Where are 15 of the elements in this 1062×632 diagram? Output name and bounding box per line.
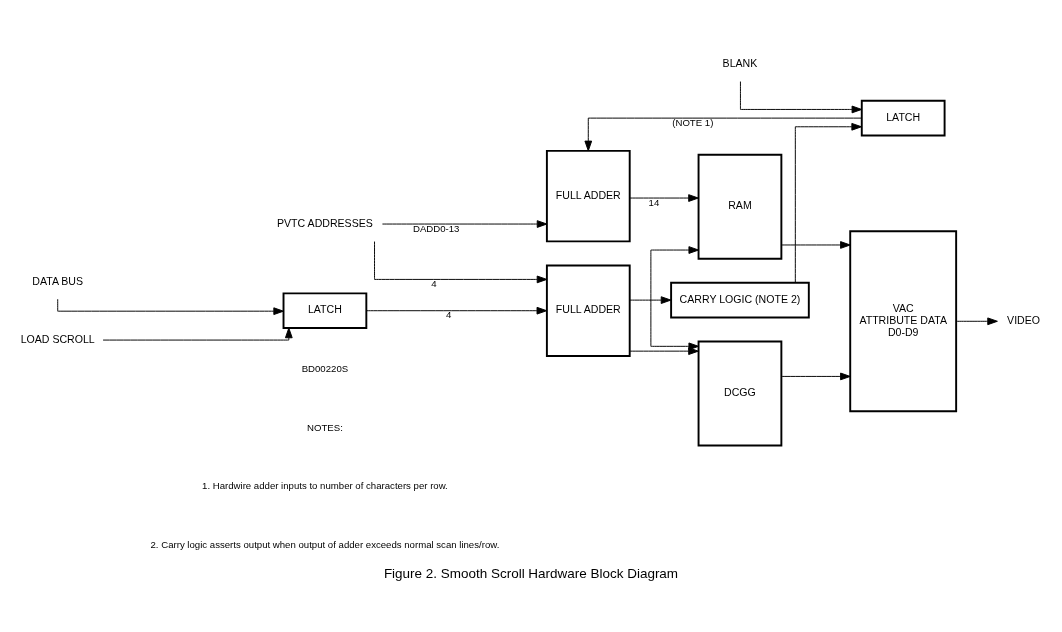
edge-label: 4	[446, 309, 452, 321]
node-text: LOAD SCROLL	[20, 333, 95, 346]
node-text: VIDEO	[1007, 313, 1041, 326]
edge-label: (NOTE 1)	[672, 116, 714, 128]
edge-label: 14	[648, 196, 660, 208]
label: NOTES:	[307, 421, 343, 433]
node-text: BLANK	[722, 56, 758, 69]
label: 2. Carry logic asserts output when output of adder exceeds normal scan lines/row.	[150, 539, 500, 551]
caption: Figure 2. Smooth Scroll Hardware Block Diagram	[383, 565, 679, 581]
label: BD00220S	[301, 362, 349, 374]
edge-label: DADD0-13	[412, 222, 460, 234]
edge-label: 4	[431, 278, 437, 290]
node-text: DATA BUS	[32, 274, 84, 287]
node-text: PVTC ADDRESSES	[277, 216, 373, 229]
label: 1. Hardwire adder inputs to number of characters per row.	[202, 480, 448, 492]
